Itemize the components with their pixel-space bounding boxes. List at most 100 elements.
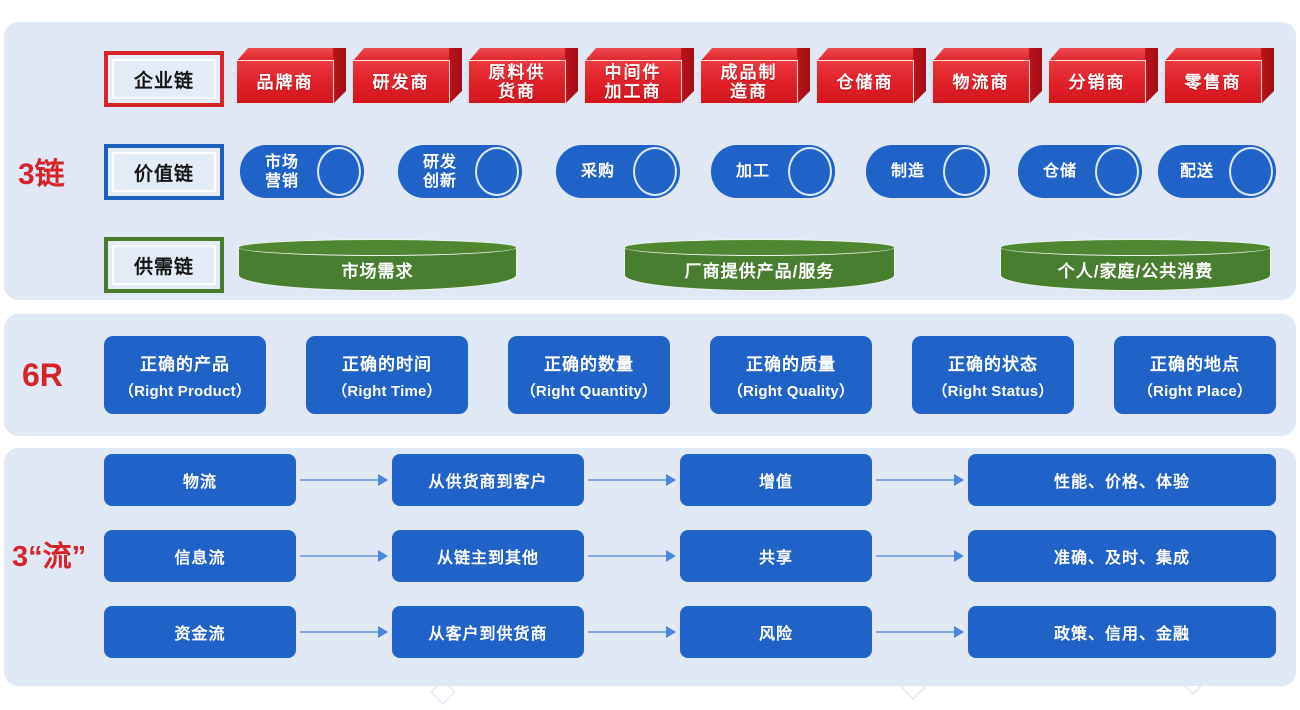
- enterprise-chain-node[interactable]: 成品制造商: [700, 48, 810, 104]
- arrow-line: [588, 555, 666, 557]
- six-r-card-cn: 正确的地点: [1150, 354, 1240, 374]
- disc-top-ellipse: [1000, 239, 1271, 256]
- chain-plate-value: 价值链: [104, 144, 224, 200]
- six-r-card[interactable]: 正确的产品 （Right Product）: [104, 336, 266, 414]
- cylinder-end-cap: [317, 147, 361, 196]
- arrow-head-icon: [666, 550, 676, 562]
- supply-demand-chain-node[interactable]: 厂商提供产品/服务: [624, 239, 895, 291]
- disc-top-ellipse: [238, 239, 517, 256]
- flow-cell[interactable]: 准确、及时、集成: [968, 530, 1276, 582]
- arrow-head-icon: [666, 474, 676, 486]
- chain-plate-label: 企业链: [133, 70, 194, 92]
- cylinder-end-cap: [475, 147, 519, 196]
- arrow-line: [300, 555, 378, 557]
- cube-front-face: 物流商: [932, 60, 1030, 104]
- cube-side-face: [1261, 48, 1274, 104]
- arrow-line: [300, 479, 378, 481]
- node-label: 品牌商: [256, 72, 314, 92]
- flow-cell[interactable]: 政策、信用、金融: [968, 606, 1276, 658]
- enterprise-chain-node[interactable]: 原料供货商: [468, 48, 578, 104]
- value-chain-node[interactable]: 市场营销: [240, 145, 364, 198]
- six-r-card[interactable]: 正确的数量 （Right Quantity）: [508, 336, 670, 414]
- value-chain-node[interactable]: 配送: [1158, 145, 1276, 198]
- flow-cell[interactable]: 增值: [680, 454, 872, 506]
- plate-inner-ring: [112, 152, 216, 192]
- plate-inner-ring: [112, 245, 216, 285]
- node-label: 零售商: [1184, 72, 1242, 92]
- node-label: 仓储: [1042, 163, 1077, 180]
- cube-front-face: 成品制造商: [700, 60, 798, 104]
- value-chain-node[interactable]: 加工: [711, 145, 835, 198]
- node-label: 加工: [735, 163, 770, 180]
- value-chain-node[interactable]: 研发创新: [398, 145, 522, 198]
- six-r-card[interactable]: 正确的时间 （Right Time）: [306, 336, 468, 414]
- arrow-head-icon: [666, 626, 676, 638]
- flow-cell[interactable]: 风险: [680, 606, 872, 658]
- chain-plate-label: 价值链: [133, 163, 194, 185]
- enterprise-chain-node[interactable]: 零售商: [1164, 48, 1274, 104]
- node-label: 采购: [580, 163, 615, 180]
- flow-arrow: [300, 474, 388, 486]
- enterprise-chain-node[interactable]: 分销商: [1048, 48, 1158, 104]
- node-label: 原料供货商: [488, 63, 546, 101]
- node-label: 个人/家庭/公共消费: [1057, 261, 1214, 281]
- value-chain-node[interactable]: 采购: [556, 145, 680, 198]
- node-label: 分销商: [1068, 72, 1126, 92]
- node-label: 市场需求: [341, 261, 414, 281]
- flow-arrow: [588, 550, 676, 562]
- flow-cell[interactable]: 信息流: [104, 530, 296, 582]
- six-r-card[interactable]: 正确的状态 （Right Status）: [912, 336, 1074, 414]
- enterprise-chain-node[interactable]: 品牌商: [236, 48, 346, 104]
- group-label-six-r: 6R: [22, 357, 63, 393]
- flow-cell[interactable]: 物流: [104, 454, 296, 506]
- flow-arrow: [300, 626, 388, 638]
- node-label: 厂商提供产品/服务: [684, 261, 835, 281]
- node-label: 配送: [1179, 163, 1214, 180]
- cube-front-face: 零售商: [1164, 60, 1262, 104]
- flow-cell[interactable]: 共享: [680, 530, 872, 582]
- node-label: 研发商: [372, 72, 430, 92]
- node-label: 物流商: [952, 72, 1010, 92]
- enterprise-chain-node[interactable]: 仓储商: [816, 48, 926, 104]
- six-r-card-en: （Right Quantity）: [520, 382, 658, 400]
- cube-side-face: [1145, 48, 1158, 104]
- node-label: 仓储商: [836, 72, 894, 92]
- six-r-card-cn: 正确的质量: [746, 354, 836, 374]
- cube-side-face: [681, 48, 694, 104]
- cube-front-face: 研发商: [352, 60, 450, 104]
- enterprise-chain-node[interactable]: 物流商: [932, 48, 1042, 104]
- group-label-three-flows: 3“流”: [12, 541, 87, 573]
- cube-side-face: [1029, 48, 1042, 104]
- six-r-card-cn: 正确的数量: [544, 354, 634, 374]
- arrow-head-icon: [954, 626, 964, 638]
- flow-cell[interactable]: 从供货商到客户: [392, 454, 584, 506]
- enterprise-chain-node[interactable]: 中间件加工商: [584, 48, 694, 104]
- six-r-card[interactable]: 正确的质量 （Right Quality）: [710, 336, 872, 414]
- flow-cell[interactable]: 资金流: [104, 606, 296, 658]
- supply-demand-chain-node[interactable]: 市场需求: [238, 239, 517, 291]
- value-chain-node[interactable]: 制造: [866, 145, 990, 198]
- enterprise-chain-node[interactable]: 研发商: [352, 48, 462, 104]
- value-chain-node[interactable]: 仓储: [1018, 145, 1142, 198]
- flow-arrow: [300, 550, 388, 562]
- chain-plate-supply: 供需链: [104, 237, 224, 293]
- flow-arrow: [876, 474, 964, 486]
- cube-front-face: 仓储商: [816, 60, 914, 104]
- cylinder-end-cap: [1095, 147, 1139, 196]
- flow-cell[interactable]: 从客户到供货商: [392, 606, 584, 658]
- arrow-line: [876, 555, 954, 557]
- arrow-line: [588, 631, 666, 633]
- cube-front-face: 品牌商: [236, 60, 334, 104]
- node-label: 市场营销: [264, 153, 299, 190]
- supply-demand-chain-node[interactable]: 个人/家庭/公共消费: [1000, 239, 1271, 291]
- chain-plate-label: 供需链: [133, 256, 194, 278]
- six-r-card-en: （Right Place）: [1137, 382, 1253, 400]
- six-r-card-cn: 正确的时间: [342, 354, 432, 374]
- six-r-card[interactable]: 正确的地点 （Right Place）: [1114, 336, 1276, 414]
- arrow-line: [876, 479, 954, 481]
- six-r-card-en: （Right Quality）: [727, 382, 855, 400]
- flow-cell[interactable]: 性能、价格、体验: [968, 454, 1276, 506]
- flow-cell[interactable]: 从链主到其他: [392, 530, 584, 582]
- flow-arrow: [588, 626, 676, 638]
